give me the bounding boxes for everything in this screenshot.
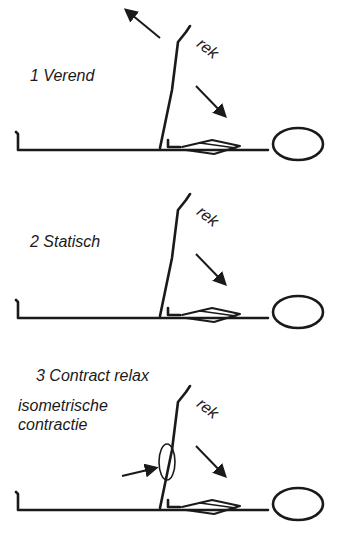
stretch-arrow <box>196 254 225 284</box>
leg-figure <box>16 194 323 328</box>
stretch-label: rek <box>193 34 222 63</box>
stretch-arrow <box>196 446 225 476</box>
stretch-arrow <box>196 86 225 116</box>
contraction-ring <box>159 444 175 480</box>
callout-label: isometrische contractie <box>18 396 128 434</box>
push-arrow <box>126 10 160 38</box>
exercise-label: 2 Statisch <box>30 232 100 251</box>
leg-figure <box>16 386 323 520</box>
stretch-label: rek <box>193 202 222 231</box>
stretch-label: rek <box>193 394 222 423</box>
pointer-arrow <box>122 468 156 476</box>
exercise-label: 3 Contract relax <box>36 366 149 385</box>
exercise-label: 1 Verend <box>30 66 94 85</box>
leg-figure <box>16 26 323 160</box>
